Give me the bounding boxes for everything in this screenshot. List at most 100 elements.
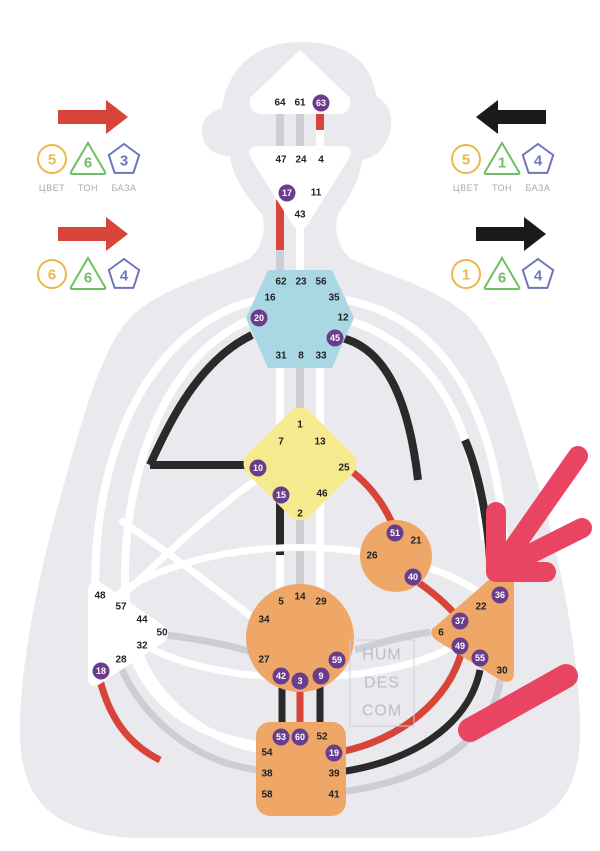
gate-label-5: 5 [278, 597, 284, 608]
gate-label-32: 32 [136, 641, 148, 652]
channel-19-49 [339, 649, 466, 756]
gate-activation-marker [404, 568, 422, 586]
variable-label-color: ЦВЕТ [39, 183, 65, 193]
channel-39-55 [339, 669, 484, 776]
variable-label-tone: ТОН [78, 183, 98, 193]
gate-label-39: 39 [328, 769, 340, 780]
gate-label-15: 15 [276, 490, 286, 500]
variable-tone-triangle [69, 256, 107, 290]
gate-label-23: 23 [295, 277, 307, 288]
gate-label-49: 49 [455, 641, 465, 651]
gate-label-31: 31 [275, 351, 287, 362]
gate-label-33: 33 [315, 351, 327, 362]
gate-label-14: 14 [294, 592, 306, 603]
variable-color-value: 6 [48, 267, 56, 284]
gate-label-11: 11 [311, 188, 322, 199]
variable-arrow-right [58, 217, 128, 251]
gate-activation-marker [250, 309, 268, 327]
gate-label-59: 59 [332, 655, 342, 665]
center-spleen [88, 581, 168, 686]
center-sacral [246, 584, 354, 692]
channel-41-30 [339, 679, 504, 796]
gate-label-2: 2 [297, 509, 303, 520]
gate-activation-marker [272, 486, 290, 504]
gate-label-19: 19 [329, 748, 339, 758]
variable-base-value: 4 [120, 268, 129, 285]
gate-label-17: 17 [282, 188, 292, 198]
variable-base-value: 4 [534, 153, 543, 170]
gate-label-56: 56 [315, 277, 327, 288]
gate-label-53: 53 [276, 732, 286, 742]
variable-tone-value: 6 [498, 270, 506, 287]
gate-label-50: 50 [156, 628, 168, 639]
gate-label-9: 9 [318, 671, 323, 681]
watermark-line-3: COM [362, 703, 402, 720]
gate-activation-marker [272, 728, 290, 746]
gate-label-25: 25 [338, 463, 350, 474]
variable-base-pentagon [107, 142, 141, 174]
channel-32-54 [134, 648, 263, 754]
gate-label-8: 8 [298, 351, 304, 362]
annotation-arrow-shaft-1 [488, 446, 588, 580]
gate-activation-marker [471, 649, 489, 667]
gate-activation-marker [92, 662, 110, 680]
variable-color-circle [451, 259, 481, 289]
gate-label-22: 22 [475, 602, 487, 613]
gate-label-44: 44 [136, 615, 148, 626]
variable-color-circle [451, 144, 481, 174]
variable-tone-triangle [483, 256, 521, 290]
gate-label-54: 54 [261, 748, 273, 759]
variable-tone-triangle [483, 141, 521, 175]
gate-label-42: 42 [276, 671, 286, 681]
channel-45-21 [340, 334, 422, 481]
gate-activation-marker [386, 524, 404, 542]
gate-activation-marker [249, 459, 267, 477]
gate-label-6: 6 [438, 628, 444, 639]
variable-base-value: 3 [120, 153, 128, 170]
annotation-arrow [458, 446, 592, 742]
gate-label-48: 48 [94, 591, 106, 602]
gate-label-57: 57 [115, 602, 127, 613]
channel-ring-top [107, 544, 493, 603]
gate-activation-marker [291, 728, 309, 746]
gate-activation-marker [312, 667, 330, 685]
variable-label-color: ЦВЕТ [453, 183, 479, 193]
gate-label-37: 37 [455, 616, 465, 626]
variable-base-pentagon [107, 257, 141, 289]
center-g [243, 407, 357, 521]
variable-tone-value: 1 [498, 155, 506, 172]
watermark-frame [349, 639, 415, 727]
gate-label-47: 47 [275, 155, 287, 166]
gate-label-30: 30 [496, 666, 508, 677]
gate-label-63: 63 [316, 98, 326, 108]
gate-label-34: 34 [258, 615, 270, 626]
variable-color-value: 1 [462, 267, 470, 284]
channel-6-59 [354, 628, 431, 654]
variable-base-pentagon [521, 142, 555, 174]
gate-activation-marker [272, 667, 290, 685]
variable-base-pentagon [521, 257, 555, 289]
gate-label-40: 40 [408, 572, 418, 582]
variable-label-tone: ТОН [492, 183, 512, 193]
annotation-line [458, 664, 578, 742]
gate-activation-marker [312, 94, 330, 112]
gate-activation-marker [491, 586, 509, 604]
gate-label-7: 7 [278, 437, 284, 448]
gate-label-64: 64 [274, 98, 286, 109]
channel-20-57 [146, 331, 254, 467]
gate-label-21: 21 [410, 536, 422, 547]
variable-arrow-right [476, 217, 546, 251]
gate-label-3: 3 [297, 676, 302, 686]
gate-label-46: 46 [316, 489, 328, 500]
gate-label-18: 18 [96, 666, 106, 676]
gate-activation-marker [451, 637, 469, 655]
gate-label-16: 16 [264, 293, 276, 304]
gate-label-60: 60 [295, 732, 305, 742]
gate-label-10: 10 [253, 463, 263, 473]
gate-label-36: 36 [495, 590, 505, 600]
variable-color-circle [37, 259, 67, 289]
center-root [256, 722, 346, 816]
gate-activation-marker [328, 651, 346, 669]
